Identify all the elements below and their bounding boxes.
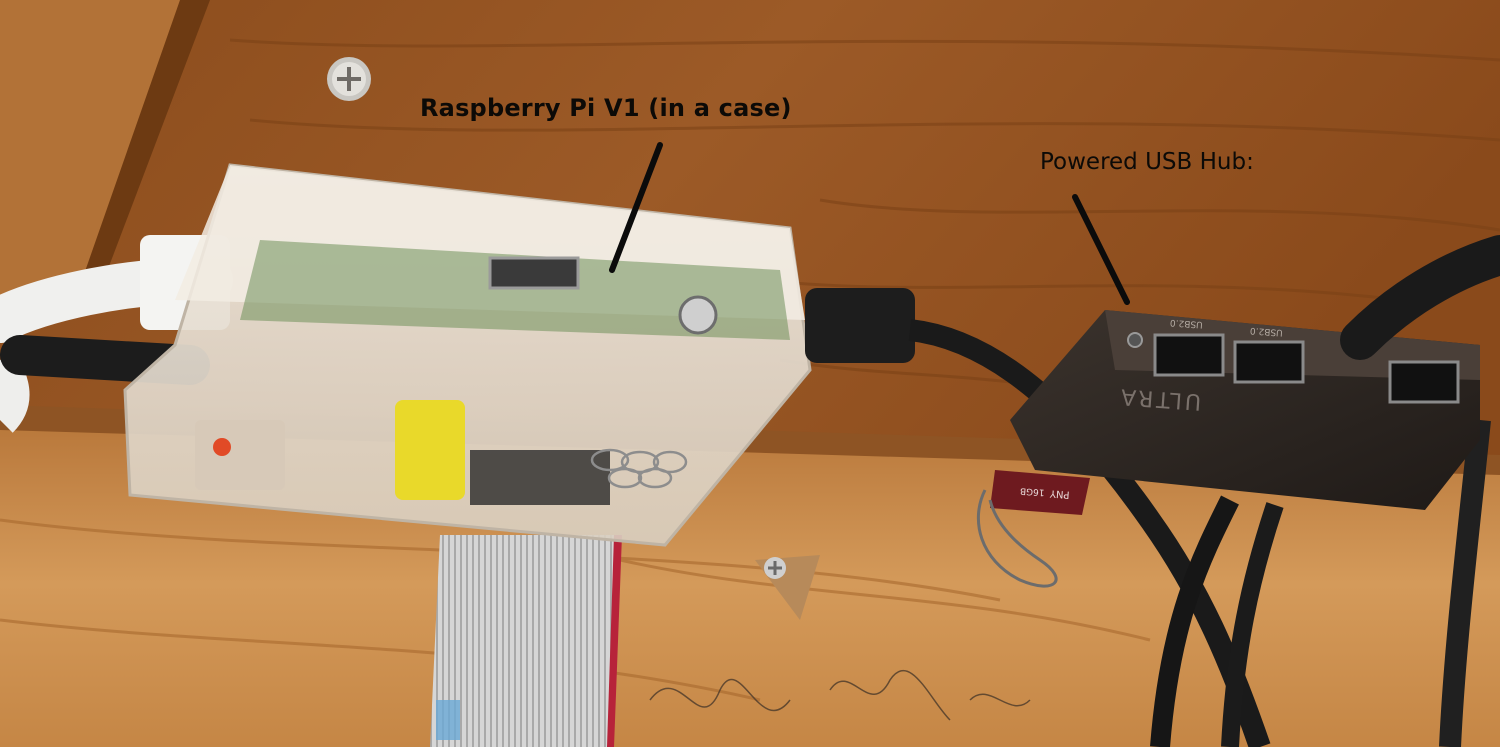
hub-usb-port-2 [1233, 340, 1305, 384]
flash-drive-brand: PNY [1049, 487, 1070, 500]
sd-card-slot [195, 420, 285, 490]
wood-left-beam-edge [75, 0, 210, 300]
rca-video-port [395, 400, 465, 500]
raspberry-pi-case [123, 163, 812, 547]
ribbon-blue-marking [436, 700, 460, 740]
hdmi-port [488, 256, 580, 290]
screw-top [327, 57, 371, 101]
pi-pointer-line [609, 142, 663, 273]
screw-bottom [755, 555, 820, 620]
pi-usb-ports [470, 450, 610, 505]
usb-hub [1010, 310, 1480, 510]
hub-power-led [1127, 332, 1143, 348]
flash-drive-capacity: 16GB [1019, 485, 1045, 497]
hub-cable-2 [1221, 502, 1284, 747]
status-led [213, 438, 231, 456]
hub-cable-3 [1439, 418, 1491, 747]
wood-left-beam [0, 0, 200, 330]
power-plug [805, 288, 915, 363]
hub-usb-port-3 [1388, 360, 1460, 404]
flash-drive [990, 470, 1090, 515]
raspberry-logo-icon [590, 448, 688, 489]
ribbon-cable [430, 535, 620, 747]
hub-usb-cable-plugged [1340, 235, 1500, 360]
usb-hub-annotation: Powered USB Hub: [1040, 149, 1254, 175]
raspberry-pi-annotation: Raspberry Pi V1 (in a case) [420, 94, 792, 122]
hub-cable-1 [1150, 495, 1239, 747]
ethernet-cable-end [0, 351, 30, 433]
hub-pointer-line [1072, 194, 1130, 305]
ribbon-cable-red-edge [607, 535, 622, 747]
power-cable [908, 319, 1271, 747]
pencil-scribbles [649, 670, 1031, 721]
flash-drive-lanyard [976, 489, 1058, 588]
audio-jack [678, 295, 718, 335]
hub-usb-port-1 [1153, 333, 1225, 377]
